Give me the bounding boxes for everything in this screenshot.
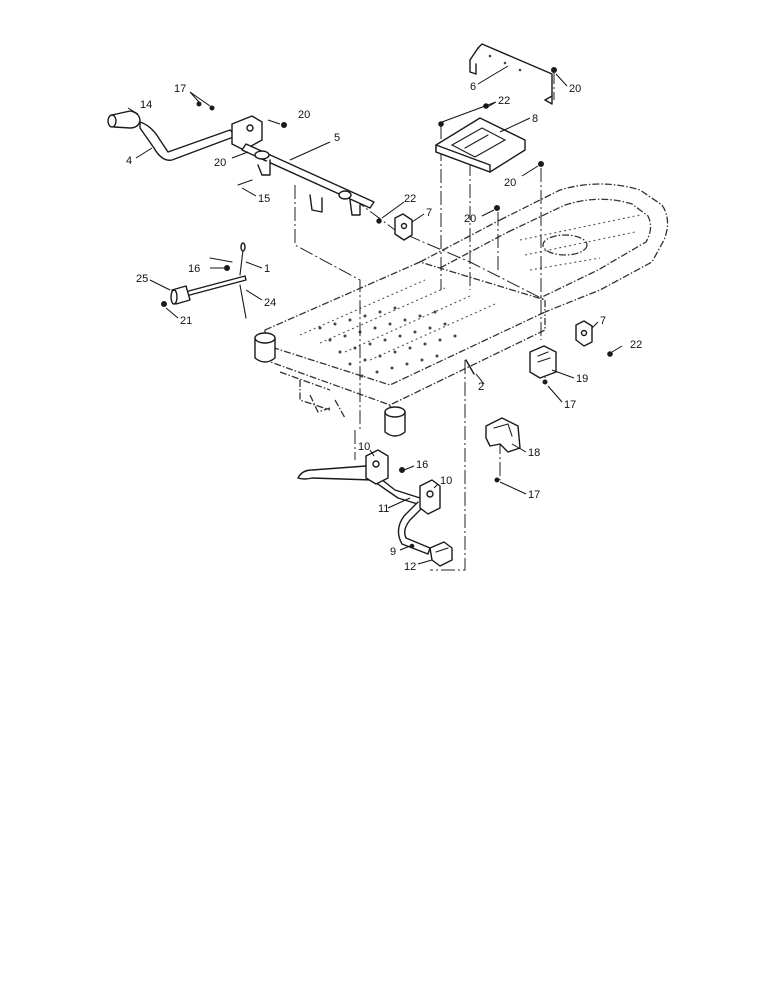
callout-20: 20 <box>569 83 581 95</box>
part-18-bracket <box>485 417 521 453</box>
callout-10: 10 <box>358 441 370 453</box>
callout-12: 12 <box>404 561 416 573</box>
line-1 <box>209 257 233 263</box>
part-6-bracket <box>469 43 553 105</box>
callout-4: 4 <box>126 155 132 167</box>
part-7-bracket-b <box>575 320 593 347</box>
nut-16 <box>224 265 230 271</box>
callout-24: 24 <box>264 297 276 309</box>
part-5-shaft <box>241 143 375 216</box>
part-15-pin <box>237 179 253 186</box>
part-10-lever-a <box>365 449 389 485</box>
part-7-bracket-a <box>394 213 413 241</box>
part-10-lever-b <box>419 479 441 515</box>
callout-16: 16 <box>416 459 428 471</box>
callout-19: 19 <box>576 373 588 385</box>
assembly-lines <box>294 70 555 571</box>
bolt-17-bottom <box>494 477 500 483</box>
mower-frame <box>254 183 669 437</box>
bolt-22-a <box>438 121 444 127</box>
callout-leaders <box>127 65 623 565</box>
callout-17: 17 <box>528 489 540 501</box>
callout-20: 20 <box>298 109 310 121</box>
part-12-foot-pad <box>429 541 453 567</box>
callout-14: 14 <box>140 99 152 111</box>
bolt-22-c <box>376 218 382 224</box>
part-4-handle <box>139 121 237 161</box>
callout-5: 5 <box>334 132 340 144</box>
callout-20: 20 <box>214 157 226 169</box>
bolt-17-b <box>209 105 215 111</box>
callout-20: 20 <box>504 177 516 189</box>
callout-2: 2 <box>478 381 484 393</box>
callout-15: 15 <box>258 193 270 205</box>
callout-10: 10 <box>440 475 452 487</box>
callout-11: 11 <box>378 503 389 515</box>
line-24 <box>239 284 247 319</box>
callout-labels: 14 17 4 20 20 5 15 6 20 22 8 20 22 7 20 … <box>126 81 642 573</box>
callout-8: 8 <box>532 113 538 125</box>
part-2-pin <box>465 359 475 375</box>
pivot-bracket <box>231 115 263 151</box>
callout-18: 18 <box>528 447 540 459</box>
callout-9: 9 <box>390 546 396 558</box>
bolt-17-a <box>196 101 202 107</box>
pin-9 <box>409 543 415 549</box>
bolt-20-top <box>551 67 557 73</box>
callout-17: 17 <box>564 399 576 411</box>
bolt-20-mid <box>538 161 544 167</box>
nut-21 <box>161 301 167 307</box>
callout-20: 20 <box>464 213 476 225</box>
bolt-22-right <box>607 351 613 357</box>
deck-perforations <box>318 306 457 378</box>
callout-6: 6 <box>470 81 476 93</box>
callout-25: 25 <box>136 273 148 285</box>
callout-22: 22 <box>630 339 642 351</box>
part-25-sleeve <box>170 285 191 305</box>
bolt-17-right <box>542 379 548 385</box>
bolt-20-left <box>281 122 287 128</box>
part-8-plate <box>435 117 526 173</box>
callout-22: 22 <box>404 193 416 205</box>
part-11-linkage <box>297 465 431 555</box>
nut-16-lower <box>399 467 405 473</box>
callout-16: 16 <box>188 263 200 275</box>
callout-21: 21 <box>180 315 192 327</box>
bolt-20-frame <box>494 205 500 211</box>
callout-7: 7 <box>426 207 432 219</box>
callout-1: 1 <box>264 263 270 275</box>
callout-17: 17 <box>174 83 186 95</box>
part-14-grip <box>107 110 141 129</box>
callout-7: 7 <box>600 315 606 327</box>
part-19-bracket <box>529 345 557 379</box>
callout-22: 22 <box>498 95 510 107</box>
